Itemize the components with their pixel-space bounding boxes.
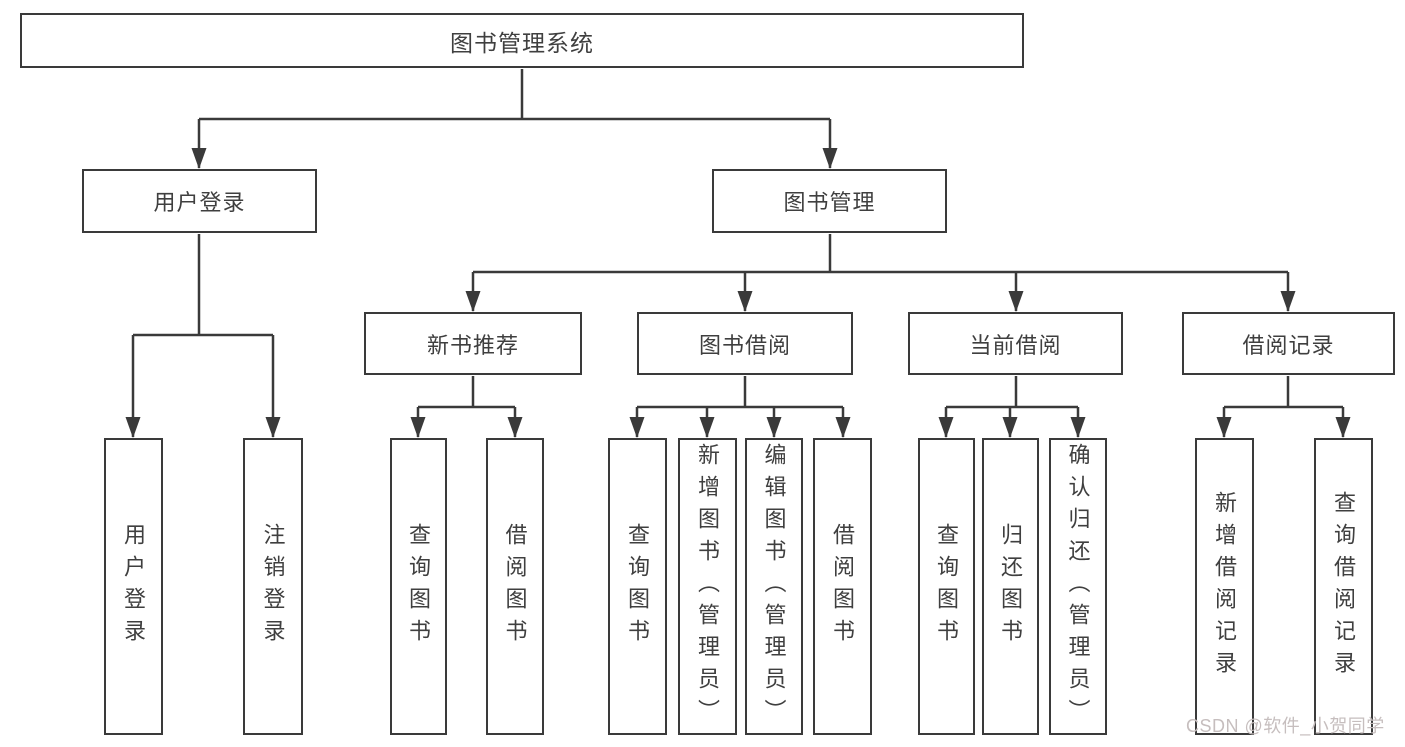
leaf-query-borrow-record: 查询借阅记录 — [1314, 438, 1373, 735]
node-label: 借阅记录 — [1242, 332, 1335, 358]
leaf-label: 编辑图书（管理员） — [761, 442, 787, 731]
csdn-watermark: CSDN @软件_小贺同学 — [1186, 716, 1385, 736]
connector-current-borrow-to-leaves — [938, 376, 1086, 438]
connector-new-book-recommend-to-leaves — [410, 376, 523, 438]
node-book-borrow: 图书借阅 — [637, 312, 853, 375]
leaf-query-books-borrow: 查询图书 — [608, 438, 667, 735]
node-new-book-recommend: 新书推荐 — [364, 312, 582, 375]
leaf-logout: 注销登录 — [243, 438, 303, 735]
node-label: 图书借阅 — [698, 332, 791, 358]
leaf-query-books-current: 查询图书 — [918, 438, 975, 735]
leaf-label: 归还图书 — [998, 522, 1024, 651]
connector-borrow-records-to-leaves — [1216, 376, 1351, 438]
leaf-label: 借阅图书 — [502, 522, 528, 651]
connector-root-to-level2 — [191, 69, 838, 169]
leaf-label: 新增图书（管理员） — [695, 442, 721, 731]
node-user-login: 用户登录 — [82, 169, 317, 233]
leaf-add-borrow-record: 新增借阅记录 — [1195, 438, 1254, 735]
leaf-add-books-admin: 新增图书（管理员） — [678, 438, 737, 735]
leaf-borrow-books-recommend: 借阅图书 — [486, 438, 544, 735]
leaf-label: 查询图书 — [625, 522, 651, 651]
leaf-query-books-recommend: 查询图书 — [390, 438, 447, 735]
leaf-user-login: 用户登录 — [104, 438, 163, 735]
node-label: 图书管理系统 — [450, 29, 594, 56]
node-label: 当前借阅 — [969, 332, 1062, 358]
connector-book-mgmt-to-groups — [465, 234, 1296, 312]
node-book-management: 图书管理 — [712, 169, 947, 233]
leaf-label: 查询图书 — [934, 522, 960, 651]
connector-book-borrow-to-leaves — [629, 376, 851, 438]
leaf-label: 新增借阅记录 — [1212, 490, 1238, 683]
node-label: 用户登录 — [153, 190, 246, 215]
leaf-confirm-return-admin: 确认归还（管理员） — [1049, 438, 1107, 735]
node-current-borrow: 当前借阅 — [908, 312, 1123, 375]
leaf-label: 查询借阅记录 — [1331, 490, 1357, 683]
node-label: 图书管理 — [783, 190, 876, 215]
leaf-return-books: 归还图书 — [982, 438, 1039, 735]
leaf-label: 借阅图书 — [830, 522, 856, 651]
leaf-label: 用户登录 — [121, 522, 147, 651]
node-borrow-records: 借阅记录 — [1182, 312, 1395, 375]
connector-user-login-to-leaves — [125, 234, 281, 438]
leaf-label: 确认归还（管理员） — [1065, 442, 1091, 731]
leaf-borrow-books: 借阅图书 — [813, 438, 872, 735]
leaf-label: 注销登录 — [260, 522, 286, 651]
leaf-label: 查询图书 — [406, 522, 432, 651]
node-library-system: 图书管理系统 — [20, 13, 1024, 68]
leaf-edit-books-admin: 编辑图书（管理员） — [745, 438, 803, 735]
node-label: 新书推荐 — [426, 332, 519, 358]
